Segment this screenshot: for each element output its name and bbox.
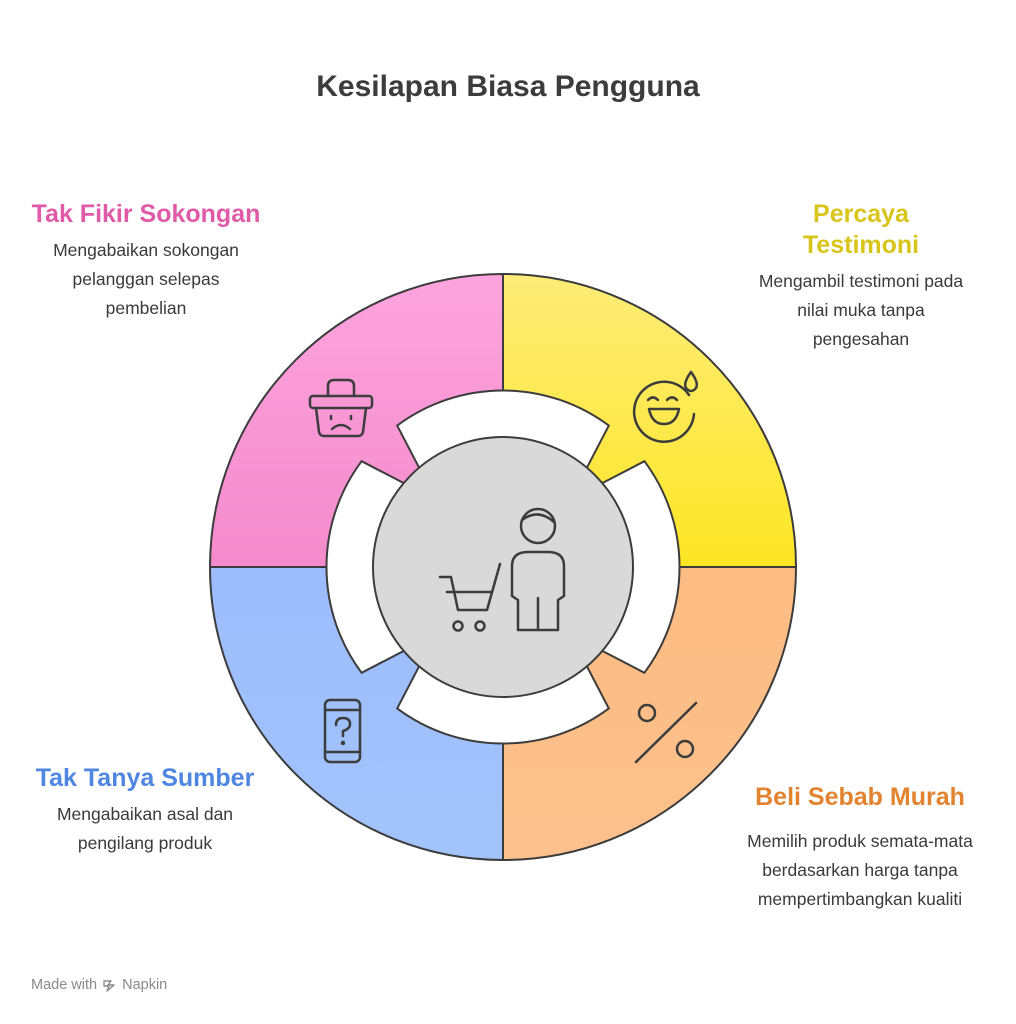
percent-icon — [634, 701, 698, 764]
sad-shopping-basket-icon — [308, 378, 374, 438]
label-percaya-testimoni: Percaya Testimoni Mengambil testimoni pa… — [752, 199, 970, 354]
made-with-napkin-footer[interactable]: Made with Napkin — [31, 977, 167, 993]
segment-description: Mengambil testimoni pada nilai muka tanp… — [758, 271, 964, 349]
segment-description: Mengabaikan asal dan pengilang produk — [56, 804, 234, 853]
napkin-logo-icon — [103, 979, 115, 992]
segment-heading: Tak Tanya Sumber — [35, 764, 255, 792]
center-circle — [372, 436, 634, 698]
segment-description: Memilih produk semata-mata berdasarkan h… — [747, 831, 973, 909]
segment-heading: Tak Fikir Sokongan — [31, 200, 261, 228]
shopper-with-cart-icon — [438, 507, 566, 632]
segment-heading: Beli Sebab Murah — [755, 783, 965, 811]
sweat-smile-face-icon — [632, 370, 699, 443]
segment-description: Mengabaikan sokongan pelanggan selepas p… — [53, 240, 239, 318]
napkin-brand-label: Napkin — [122, 977, 168, 993]
label-tak-fikir-sokongan: Tak Fikir Sokongan Mengabaikan sokongan … — [30, 199, 262, 323]
label-tak-tanya-sumber: Tak Tanya Sumber Mengabaikan asal dan pe… — [30, 763, 260, 858]
label-beli-sebab-murah: Beli Sebab Murah Memilih produk semata-m… — [742, 782, 978, 914]
phone-question-icon — [323, 698, 362, 764]
segment-heading: Percaya Testimoni — [802, 200, 920, 259]
made-with-label: Made with — [31, 977, 98, 993]
page-title: Kesilapan Biasa Pengguna — [316, 70, 700, 103]
